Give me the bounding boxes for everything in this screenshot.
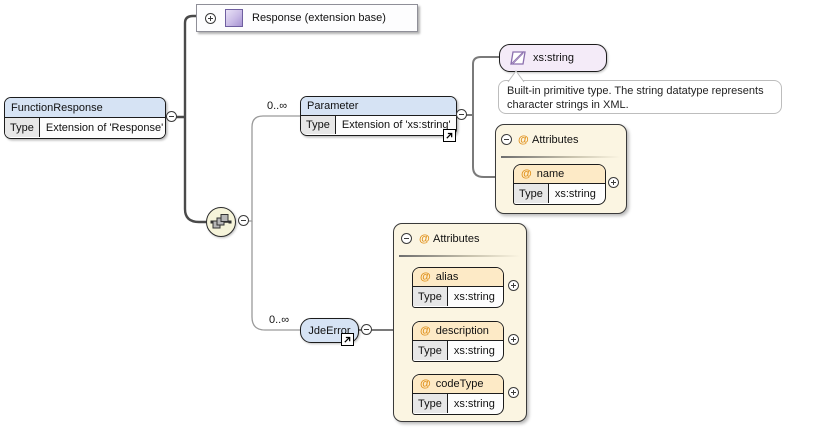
attribute-codetype-node[interactable]: @ codeType Type xs:string [412,374,504,415]
occurrence-label: 0..∞ [267,100,288,112]
parameter-attributes-group: @ Attributes @ name Type xs:string [495,124,627,214]
attribute-alias-node[interactable]: @ alias Type xs:string [412,267,504,308]
expand-icon[interactable] [205,12,216,24]
extension-base-label: Response (extension base) [252,12,386,24]
attribute-name: codeType [435,378,484,390]
collapse-icon[interactable] [456,109,467,120]
collapse-icon[interactable] [166,111,177,122]
type-label: Type [5,118,40,137]
at-icon: @ [420,378,431,390]
expand-icon[interactable] [608,177,619,188]
element-name: Parameter [301,97,456,116]
type-label: Type [413,287,448,306]
xs-string-node[interactable]: xs:string [499,44,607,72]
type-value: Extension of 'Response' [39,118,165,137]
attribute-name: alias [435,271,459,283]
attribute-name: description [435,325,489,337]
attributes-title: Attributes [532,134,579,146]
type-label: Type [514,184,549,203]
collapse-icon[interactable] [361,324,372,335]
at-icon: @ [419,233,430,245]
type-label: Type [301,116,336,134]
expand-icon[interactable] [508,387,519,398]
xs-string-label: xs:string [533,52,574,64]
function-response-node[interactable]: FunctionResponse Type Extension of 'Resp… [4,97,166,139]
type-value: xs:string [447,394,501,413]
sequence-compositor[interactable] [206,207,236,237]
jump-arrow-icon[interactable] [341,333,354,346]
parameter-node[interactable]: Parameter Type Extension of 'xs:string' [300,96,457,136]
attributes-title: Attributes [433,233,480,245]
expand-icon[interactable] [508,280,519,291]
divider [399,255,520,257]
jde-error-attributes-group: @ Attributes @ alias Type xs:string @ de… [393,223,527,422]
complex-type-icon [225,9,243,27]
attribute-name: name [536,168,565,180]
type-value: xs:string [447,341,501,360]
extension-base-node[interactable]: Response (extension base) [196,4,418,32]
type-value: Extension of 'xs:string' [335,116,456,134]
jump-arrow-icon[interactable] [443,129,456,142]
element-name: JdeError [308,324,351,337]
element-name: FunctionResponse [5,98,165,118]
at-icon: @ [420,325,431,337]
expand-icon[interactable] [508,334,519,345]
attribute-description-node[interactable]: @ description Type xs:string [412,321,504,362]
collapse-icon[interactable] [501,134,512,145]
at-icon: @ [521,168,532,180]
type-label: Type [413,394,448,413]
type-label: Type [413,341,448,360]
divider [501,156,620,158]
simple-type-icon [510,51,526,65]
occurrence-label: 0..∞ [269,314,290,326]
type-value: xs:string [548,184,602,203]
attribute-name-node[interactable]: @ name Type xs:string [513,164,606,205]
collapse-icon[interactable] [238,215,249,226]
type-value: xs:string [447,287,501,306]
sequence-icon [210,214,232,229]
annotation-tooltip: Built-in primitive type. The string data… [498,80,782,114]
at-icon: @ [518,134,529,146]
collapse-icon[interactable] [401,233,412,244]
at-icon: @ [420,271,431,283]
